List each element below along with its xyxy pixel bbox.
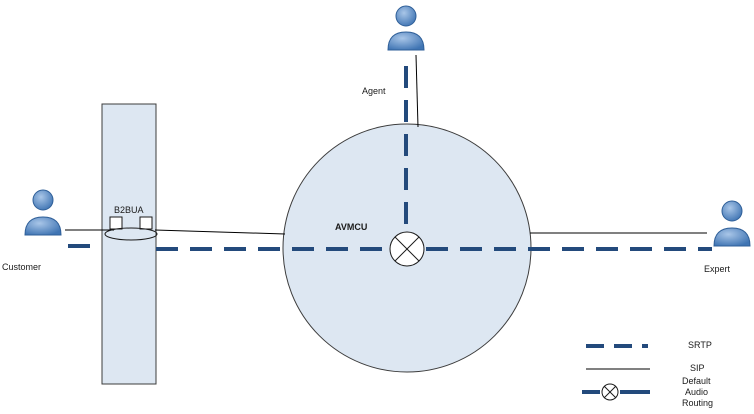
legend-routing-line-1: Default: [682, 376, 711, 386]
legend-srtp-label: SRTP: [688, 340, 712, 350]
srtp-links: [68, 66, 712, 251]
customer-person-icon: [24, 189, 62, 236]
legend-sip-label: SIP: [690, 363, 705, 373]
sip-line-agent: [415, 54, 419, 128]
legend-routing-label: Default Audio Routing: [682, 376, 713, 409]
expert-person-icon: [713, 200, 751, 247]
expert-label: Expert: [704, 264, 731, 274]
legend-routing-line-3: Routing: [682, 398, 714, 408]
sip-line-b2bua-avmcu: [154, 229, 286, 235]
agent-label: Agent: [362, 86, 386, 96]
b2bua-box: [101, 103, 157, 385]
b2bua-port: [104, 216, 158, 241]
agent-person-icon: [387, 5, 425, 51]
audio-routing-node: [389, 231, 425, 267]
customer-label: Customer: [2, 262, 42, 272]
legend-routing-line-2: Audio: [685, 387, 709, 397]
b2bua-label: B2BUA: [114, 205, 144, 215]
legend: [582, 344, 650, 401]
avmcu-label: AVMCU: [335, 222, 368, 232]
sip-links: [65, 54, 707, 235]
